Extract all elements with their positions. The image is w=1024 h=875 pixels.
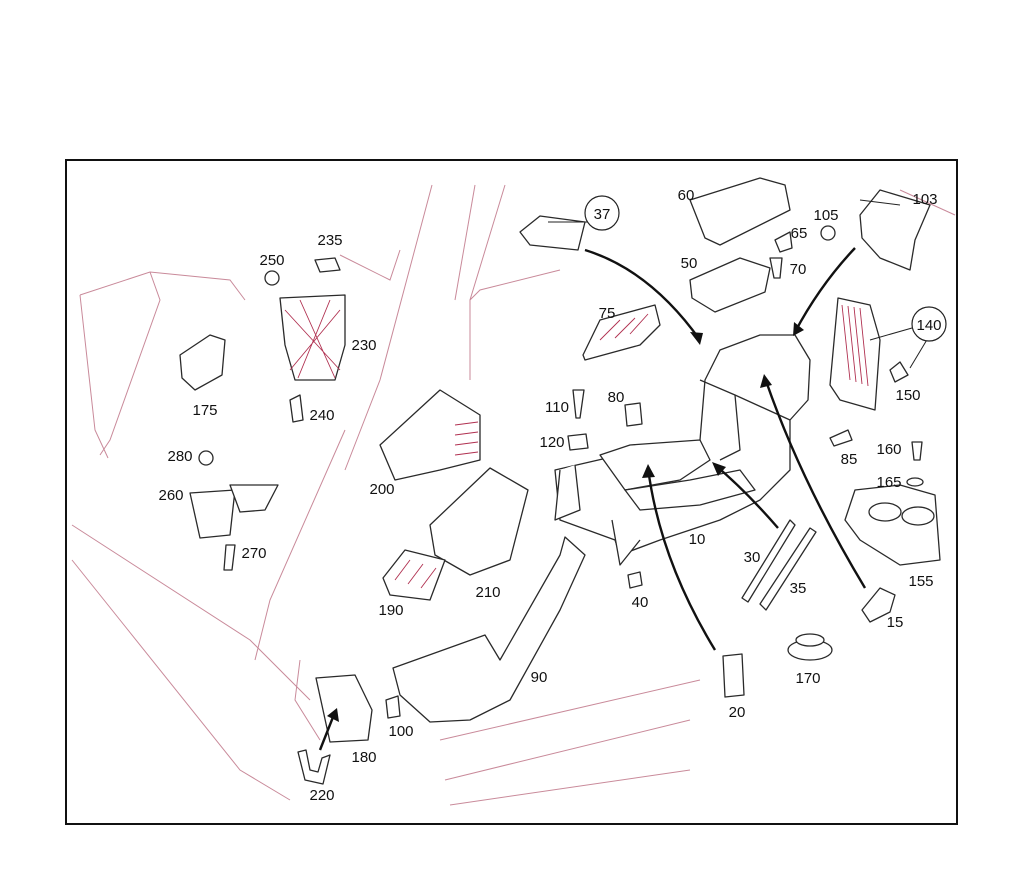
callout-140: 140 <box>916 317 941 334</box>
callout-80: 80 <box>608 389 625 406</box>
trim-75 <box>582 304 661 361</box>
callout-155: 155 <box>908 573 933 590</box>
washer-165-shape <box>906 477 924 487</box>
callout-37-ring <box>584 195 620 231</box>
callout-230: 230 <box>351 337 376 354</box>
grommet-170-top <box>795 633 825 647</box>
bracket-37 <box>519 215 586 251</box>
rail-35 <box>759 527 817 611</box>
cupholder-arm-260 <box>229 484 279 513</box>
leader-lines <box>548 199 929 369</box>
storage-tray-50 <box>689 257 771 313</box>
screw-240-shape <box>289 394 304 423</box>
callout-140-ring <box>911 306 947 342</box>
screw-105-shape <box>820 225 836 241</box>
callout-15: 15 <box>887 614 904 631</box>
screw-85-shape <box>829 429 853 447</box>
cup-ring-right <box>901 506 935 526</box>
pin-235-shape <box>314 257 341 273</box>
callout-70: 70 <box>790 261 807 278</box>
callout-65: 65 <box>791 225 808 242</box>
mat-190 <box>382 549 446 601</box>
trim-strip-90 <box>392 536 586 723</box>
clip-40-shape <box>627 571 643 589</box>
storage-bin-210 <box>429 467 529 576</box>
callout-180: 180 <box>351 749 376 766</box>
screw-70-shape <box>769 257 783 279</box>
mat-140 <box>829 297 881 411</box>
callout-110: 110 <box>545 399 569 416</box>
screw-110-shape <box>572 389 585 419</box>
clip-80-shape <box>624 402 643 427</box>
screw-250-shape <box>264 270 280 286</box>
callout-35: 35 <box>790 580 807 597</box>
callout-105: 105 <box>813 207 838 224</box>
armrest-lid-60 <box>689 177 791 246</box>
callout-200: 200 <box>369 481 394 498</box>
callout-235: 235 <box>317 232 342 249</box>
bracket-20 <box>722 653 745 698</box>
vehicle-interior-outline <box>71 184 956 806</box>
assembly-arrows <box>318 247 867 751</box>
cover-200 <box>379 389 481 481</box>
bracket-103 <box>859 189 931 271</box>
callout-100: 100 <box>388 723 413 740</box>
clip-65-shape <box>774 231 793 253</box>
clip-100-shape <box>385 695 401 719</box>
callout-120: 120 <box>539 434 564 451</box>
callout-90: 90 <box>531 669 548 686</box>
callout-250: 250 <box>259 252 284 269</box>
cupholder-insert-155 <box>844 484 941 566</box>
cupholder-230 <box>279 294 346 381</box>
callout-270: 270 <box>241 545 266 562</box>
cupholder-260 <box>189 489 236 539</box>
insert-220 <box>297 749 331 785</box>
callout-280: 280 <box>167 448 192 465</box>
callout-20: 20 <box>729 704 746 721</box>
clip-150-shape <box>889 361 909 383</box>
screw-270-shape <box>223 544 236 571</box>
callout-50: 50 <box>681 255 698 272</box>
callout-210: 210 <box>475 584 500 601</box>
rail-30 <box>741 519 796 603</box>
clip-15-shape <box>861 587 896 623</box>
callout-260: 260 <box>158 487 183 504</box>
callout-103: 103 <box>912 191 937 208</box>
callout-10: 10 <box>689 531 706 548</box>
callout-175: 175 <box>192 402 217 419</box>
bracket-175 <box>179 334 226 391</box>
clip-120-shape <box>567 433 589 451</box>
callout-160: 160 <box>876 441 901 458</box>
callout-85: 85 <box>841 451 858 468</box>
screw-160-shape <box>911 441 923 461</box>
callout-40: 40 <box>632 594 649 611</box>
callout-37: 37 <box>594 206 611 223</box>
callout-220: 220 <box>309 787 334 804</box>
callout-30: 30 <box>744 549 761 566</box>
callout-75: 75 <box>599 305 616 322</box>
callout-labels: 37 60 103 105 65 50 70 235 250 230 240 1… <box>158 187 941 804</box>
callout-165: 165 <box>876 474 901 491</box>
cup-ring-left <box>868 502 902 522</box>
callout-240: 240 <box>309 407 334 424</box>
callout-60: 60 <box>678 187 695 204</box>
center-console <box>554 334 811 566</box>
callout-150: 150 <box>895 387 920 404</box>
screw-280-shape <box>198 450 214 466</box>
callout-170: 170 <box>795 670 820 687</box>
callout-190: 190 <box>378 602 403 619</box>
